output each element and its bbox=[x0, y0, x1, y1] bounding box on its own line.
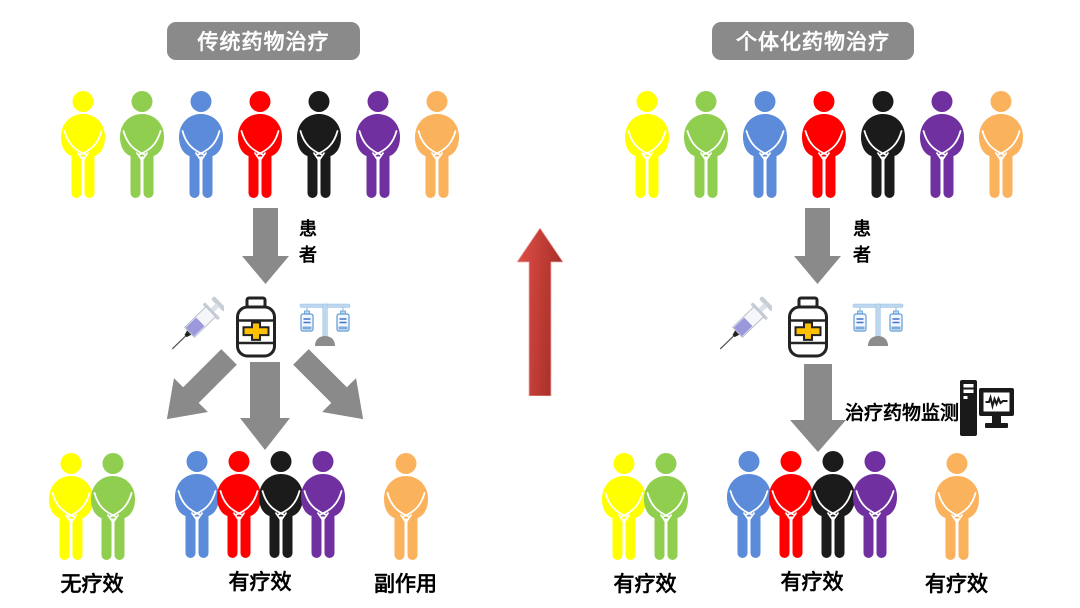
right-patient-label: 患者 bbox=[853, 219, 871, 266]
right-title-badge: 个体化药物治疗 bbox=[712, 22, 914, 60]
right-tdm-arrow-icon bbox=[790, 364, 846, 452]
person-blue bbox=[171, 450, 223, 562]
left-patient-row bbox=[57, 90, 463, 202]
left-diverge-arrow-left bbox=[160, 349, 237, 426]
right-syringe-icon bbox=[719, 296, 772, 350]
left-title-text: 传统药物治疗 bbox=[197, 31, 330, 54]
person-purple bbox=[916, 90, 968, 202]
left-group-effective: 有疗效 bbox=[171, 450, 349, 596]
left-group-effective-row bbox=[171, 450, 349, 562]
person-red bbox=[798, 90, 850, 202]
left-diverge-arrow-right bbox=[293, 349, 370, 426]
person-purple bbox=[849, 450, 901, 562]
person-green bbox=[87, 452, 139, 564]
person-blue bbox=[739, 90, 791, 202]
person-purple bbox=[297, 450, 349, 562]
right-group-1-label: 有疗效 bbox=[613, 573, 677, 596]
right-group-2-row bbox=[723, 450, 901, 562]
person-yellow bbox=[45, 452, 97, 564]
person-black bbox=[807, 450, 859, 562]
left-group-no-effect: 无疗效 bbox=[45, 452, 139, 598]
left-group-side-effect-row bbox=[380, 452, 432, 564]
left-title-badge: 传统药物治疗 bbox=[167, 22, 360, 60]
right-medicine-bottle-icon bbox=[788, 296, 828, 358]
left-group-side-effect-label: 副作用 bbox=[374, 573, 437, 596]
person-orange bbox=[975, 90, 1027, 202]
right-tdm-label: 治疗药物监测 bbox=[845, 403, 960, 424]
person-red bbox=[234, 90, 286, 202]
person-orange bbox=[411, 90, 463, 202]
left-group-no-effect-label: 无疗效 bbox=[60, 573, 124, 596]
person-black bbox=[293, 90, 345, 202]
right-title-text: 个体化药物治疗 bbox=[736, 31, 890, 54]
right-patient-row bbox=[621, 90, 1027, 202]
left-syringe-icon bbox=[171, 296, 224, 350]
left-down-arrow-icon bbox=[242, 208, 289, 284]
person-purple bbox=[352, 90, 404, 202]
person-orange bbox=[380, 452, 432, 564]
left-iv-balance-icon bbox=[299, 303, 351, 346]
right-group-3-label: 有疗效 bbox=[925, 573, 988, 596]
right-group-1: 有疗效 bbox=[598, 452, 692, 598]
right-group-2-label: 有疗效 bbox=[780, 571, 844, 594]
left-group-effective-label: 有疗效 bbox=[228, 571, 292, 594]
person-yellow bbox=[598, 452, 650, 564]
center-up-arrow-icon bbox=[517, 228, 563, 396]
person-green bbox=[116, 90, 168, 202]
right-group-1-row bbox=[598, 452, 692, 564]
right-down-arrow-icon bbox=[794, 208, 841, 284]
person-black bbox=[255, 450, 307, 562]
person-green bbox=[680, 90, 732, 202]
person-blue bbox=[175, 90, 227, 202]
left-medicine-bottle-icon bbox=[236, 296, 276, 358]
right-iv-balance-icon bbox=[852, 303, 904, 346]
right-group-2: 有疗效 bbox=[723, 450, 901, 596]
left-patient-label: 患者 bbox=[299, 219, 317, 266]
left-diverge-arrow-center bbox=[240, 362, 290, 450]
person-black bbox=[857, 90, 909, 202]
person-green bbox=[640, 452, 692, 564]
left-group-no-effect-row bbox=[45, 452, 139, 564]
person-orange bbox=[931, 452, 983, 564]
person-blue bbox=[723, 450, 775, 562]
right-group-3-row bbox=[931, 452, 983, 564]
person-red bbox=[765, 450, 817, 562]
person-yellow bbox=[621, 90, 673, 202]
right-tdm-monitor-icon bbox=[960, 380, 1014, 436]
right-group-3: 有疗效 bbox=[925, 452, 988, 598]
person-yellow bbox=[57, 90, 109, 202]
left-group-side-effect: 副作用 bbox=[374, 452, 437, 598]
person-red bbox=[213, 450, 265, 562]
